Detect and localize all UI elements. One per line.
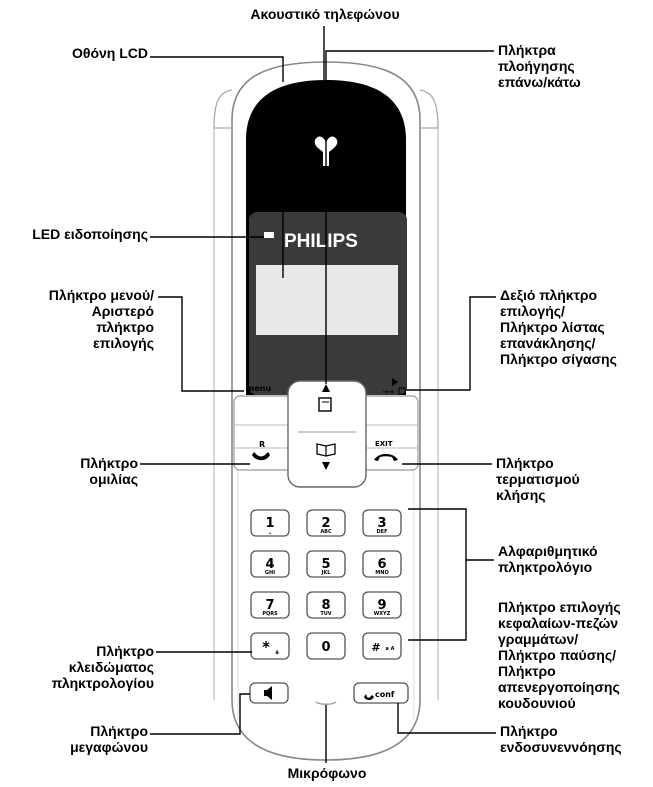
label-conf-key: Πλήκτρο ενδοσυνεννόησης xyxy=(500,723,622,755)
leader-keypad xyxy=(408,508,467,641)
label-menu-key: Πλήκτρο μενού/ Αριστερό πλήκτρο επιλογής xyxy=(48,287,154,351)
key-7[interactable] xyxy=(250,591,290,619)
key-7-digit: 7 xyxy=(265,598,274,613)
label-speaker-key: Πλήκτρο μεγαφώνου xyxy=(70,723,148,755)
label-earpiece: Ακουστικό τηλεφώνου xyxy=(250,6,400,22)
label-right-key: Δεξιό πλήκτρο επιλογής/ Πλήκτρο λίστας ε… xyxy=(500,287,617,367)
label-lcd: Οθόνη LCD xyxy=(71,45,148,61)
key-7-sub: PQRS xyxy=(262,611,278,617)
intercom-icon xyxy=(364,694,374,700)
nav-up-icon[interactable] xyxy=(322,384,330,392)
label-talk-key: Πλήκτρο ομιλίας xyxy=(80,455,138,487)
leader-right-key xyxy=(406,296,496,391)
screen-brand: PHILIPS xyxy=(284,231,358,252)
leader-lines xyxy=(140,26,496,763)
nav-down-icon[interactable] xyxy=(322,462,330,470)
key-3-sub: DEF xyxy=(377,529,388,535)
svg-text:→→: →→ xyxy=(382,388,394,396)
key-8[interactable] xyxy=(306,591,346,619)
key-star-symbol: * xyxy=(262,638,270,656)
key-4[interactable] xyxy=(250,550,290,578)
talk-key[interactable]: R xyxy=(252,440,270,461)
label-led: LED ειδοποίησης xyxy=(32,226,148,242)
key-2-digit: 2 xyxy=(321,516,330,531)
key-6-sub: MNO xyxy=(375,570,388,576)
svg-text:EXIT: EXIT xyxy=(375,440,393,448)
handset-side-left xyxy=(213,89,233,129)
key-8-digit: 8 xyxy=(321,598,330,613)
key-1-sub: ⎵ xyxy=(268,529,272,535)
menu-key[interactable]: menu xyxy=(246,384,271,393)
key-2-sub: ABC xyxy=(320,529,332,535)
speaker-icon xyxy=(264,686,272,700)
label-keypad: Αλφαριθμητικό πληκτρολόγιο xyxy=(498,543,598,575)
key-9-sub: WXYZ xyxy=(374,611,391,617)
key-6[interactable] xyxy=(362,550,402,578)
key-1[interactable] xyxy=(250,509,290,537)
end-key[interactable]: EXIT xyxy=(374,440,398,461)
leader-lcd xyxy=(150,56,284,82)
redial-mute-icon[interactable]: →→ xyxy=(382,378,406,396)
microphone-slot xyxy=(315,701,337,705)
led-indicator xyxy=(264,232,274,238)
svg-text:R: R xyxy=(259,440,265,449)
label-end-key: Πλήκτρο τερματισμού κλήσης xyxy=(496,455,580,503)
leader-conf xyxy=(397,703,496,734)
conf-key-label: conf xyxy=(375,690,395,699)
key-1-digit: 1 xyxy=(265,516,274,531)
leader-speaker xyxy=(150,693,250,735)
key-star-sub: â xyxy=(275,649,278,656)
key-4-sub: GHI xyxy=(265,570,275,576)
key-6-digit: 6 xyxy=(377,557,386,572)
key-2[interactable] xyxy=(306,509,346,537)
nav-key-cluster[interactable] xyxy=(287,380,367,488)
key-0-digit: 0 xyxy=(321,640,330,655)
label-nav-keys: Πλήκτρα πλοήγησης επάνω/κάτω xyxy=(498,42,581,90)
label-hash-key: Πλήκτρο επιλογής κεφαλαίων-πεζών γραμμάτ… xyxy=(498,599,621,711)
key-0[interactable] xyxy=(306,632,346,660)
key-5[interactable] xyxy=(306,550,346,578)
key-star[interactable] xyxy=(250,632,290,660)
phonebook-scroll-icon xyxy=(318,397,332,412)
key-4-digit: 4 xyxy=(265,557,274,572)
book-icon xyxy=(316,443,336,457)
handset-side-right xyxy=(419,89,439,129)
label-mic: Μικρόφωνο xyxy=(287,765,367,781)
key-3-digit: 3 xyxy=(377,516,386,531)
phone-hang-up-icon xyxy=(374,454,398,461)
key-8-sub: TUV xyxy=(320,611,331,617)
key-9[interactable] xyxy=(362,591,402,619)
key-hash-sub: a A xyxy=(386,646,395,652)
key-9-digit: 9 xyxy=(377,598,386,613)
key-3[interactable] xyxy=(362,509,402,537)
key-hash-symbol: # xyxy=(371,641,380,654)
leader-menu xyxy=(158,296,244,392)
key-5-digit: 5 xyxy=(321,557,330,572)
key-hash[interactable] xyxy=(362,632,402,660)
lcd-display xyxy=(256,265,398,335)
leader-nav xyxy=(325,50,494,384)
key-5-sub: JKL xyxy=(321,570,332,576)
label-lock-key: Πλήκτρο κλειδώματος πληκτρολογίου xyxy=(51,643,154,691)
phone-off-hook-icon xyxy=(252,452,270,461)
